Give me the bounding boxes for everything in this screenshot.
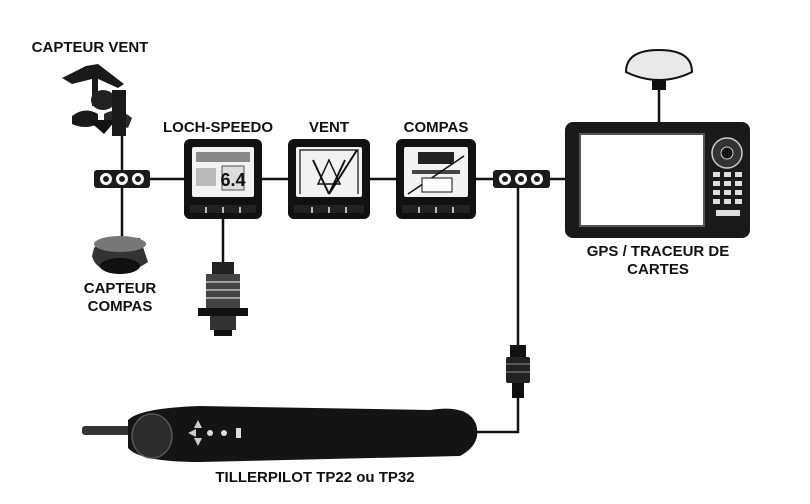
gps-chartplotter xyxy=(565,122,750,238)
junction-box-left xyxy=(94,170,150,188)
wind-instrument xyxy=(288,139,370,219)
label-wind: VENT xyxy=(309,119,349,136)
junction-box-right xyxy=(493,170,550,188)
speed-transducer-icon xyxy=(198,262,248,336)
label-compass-sensor-line1: CAPTEUR xyxy=(84,280,157,297)
cable-plug-tillerpilot xyxy=(465,398,520,434)
cables xyxy=(120,88,661,434)
label-compass-sensor-line2: COMPAS xyxy=(88,298,153,315)
label-tillerpilot: TILLERPILOT TP22 ou TP32 xyxy=(215,469,414,486)
loch-speedo-instrument xyxy=(184,139,262,219)
tillerpilot-plug-icon xyxy=(506,345,530,398)
gps-antenna-icon xyxy=(624,48,694,90)
loch-display-value: 6.4 xyxy=(220,170,245,190)
label-wind-sensor: CAPTEUR VENT xyxy=(32,39,149,56)
tillerpilot-keypad xyxy=(188,420,241,446)
label-gps-line2: CARTES xyxy=(627,261,689,278)
label-compass: COMPAS xyxy=(404,119,469,136)
wind-sensor-icon xyxy=(62,64,132,136)
compass-instrument xyxy=(396,139,476,219)
label-loch-speedo: LOCH-SPEEDO xyxy=(163,119,273,136)
compass-sensor-icon xyxy=(92,236,148,274)
label-gps-line1: GPS / TRACEUR DE xyxy=(587,243,730,260)
tillerpilot-icon xyxy=(82,406,478,462)
